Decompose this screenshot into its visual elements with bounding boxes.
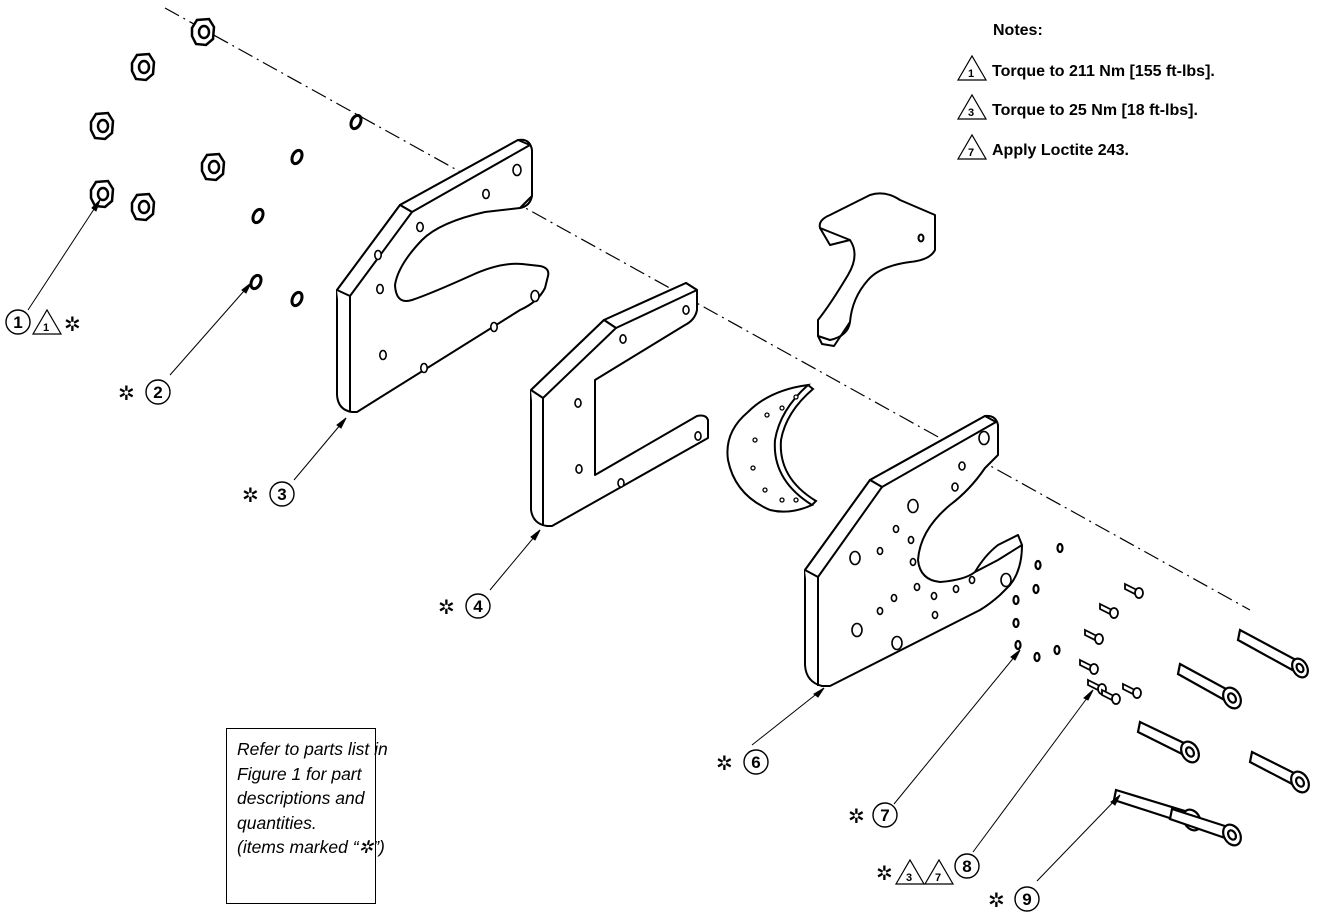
callout-2: ✲ 2 [118, 379, 171, 405]
note-item-1: 1 Torque to 211 Nm [155 ft-lbs]. [956, 54, 1215, 81]
reference-line: (items marked “✲”) [237, 837, 385, 857]
small-screw [1101, 688, 1121, 705]
note-item-2: 3 Torque to 25 Nm [18 ft-lbs]. [956, 93, 1198, 120]
small-screw-group [1079, 582, 1144, 705]
svg-text:4: 4 [473, 597, 483, 616]
callout-1: 1 1 ✲ [5, 308, 81, 336]
callout-9: ✲ 9 [988, 886, 1040, 912]
nut-group [89, 17, 226, 222]
svg-text:✲: ✲ [876, 861, 893, 885]
svg-text:7: 7 [968, 147, 974, 159]
washer [290, 290, 304, 308]
small-washer [1012, 594, 1020, 606]
hex-nut [89, 179, 115, 209]
small-washer-group [1012, 542, 1064, 663]
svg-text:6: 6 [751, 753, 760, 772]
adapter-plate-6 [804, 414, 1023, 687]
cap-screw [1248, 750, 1310, 794]
svg-text:✲: ✲ [988, 888, 1005, 912]
saddle-block [817, 192, 936, 347]
small-washer [1056, 542, 1064, 554]
svg-text:8: 8 [962, 857, 971, 876]
svg-text:1: 1 [43, 322, 49, 334]
small-washer [1033, 651, 1041, 663]
callout-8: ✲ 3 7 8 [876, 853, 980, 885]
hex-nut [89, 111, 115, 141]
hex-nut [130, 52, 156, 82]
callout-3: ✲ 3 [242, 481, 295, 507]
svg-text:9: 9 [1022, 890, 1031, 909]
svg-text:✲: ✲ [438, 595, 455, 619]
svg-text:1: 1 [968, 68, 974, 80]
small-washer [1053, 644, 1061, 656]
cap-screw [1236, 628, 1309, 679]
svg-text:2: 2 [153, 383, 162, 402]
crescent-insert [726, 383, 818, 513]
small-screw [1122, 682, 1142, 699]
callout-6: ✲ 6 [716, 749, 769, 775]
washer [349, 113, 363, 131]
hex-nut [200, 152, 226, 182]
svg-text:7: 7 [880, 806, 889, 825]
small-washer [1032, 583, 1040, 595]
cap-screw [1176, 662, 1242, 710]
svg-text:Torque to 25 Nm [18 ft-lbs].: Torque to 25 Nm [18 ft-lbs]. [992, 102, 1198, 119]
reference-line: Figure 1 for part [237, 763, 362, 784]
reference-line: Refer to parts list in [237, 739, 388, 759]
callout-4: ✲ 4 [438, 593, 491, 619]
washer [249, 273, 263, 291]
mounting-plate-3 [336, 138, 550, 413]
washer-group [249, 113, 363, 308]
small-screw [1084, 628, 1104, 645]
reference-line: descriptions and [237, 788, 365, 808]
small-washer [1014, 639, 1022, 651]
svg-text:7: 7 [935, 872, 941, 884]
svg-text:✲: ✲ [64, 312, 81, 336]
leader-lines [27, 199, 1121, 882]
svg-text:3: 3 [906, 872, 912, 884]
assembly-centerline [164, 7, 1251, 611]
svg-text:✲: ✲ [716, 751, 733, 775]
note-item-3: 7 Apply Loctite 243. [956, 133, 1129, 160]
reference-line: quantities. [237, 812, 317, 833]
frame-plate-4 [530, 282, 709, 527]
small-washer [1034, 559, 1042, 571]
small-washer [1012, 617, 1020, 629]
hex-nut [130, 192, 156, 222]
callout-7: ✲ 7 [848, 802, 898, 828]
svg-text:✲: ✲ [848, 804, 865, 828]
svg-text:3: 3 [277, 485, 286, 504]
small-screw [1124, 582, 1144, 599]
cap-screw [1168, 807, 1242, 847]
hex-nut [190, 17, 216, 47]
washer [251, 207, 265, 225]
svg-text:✲: ✲ [118, 381, 135, 405]
svg-text:1: 1 [13, 313, 22, 332]
small-screw [1099, 602, 1119, 619]
svg-text:✲: ✲ [242, 483, 259, 507]
svg-text:Apply Loctite 243.: Apply Loctite 243. [992, 142, 1129, 159]
reference-note-box: Refer to parts list in Figure 1 for part… [226, 728, 388, 904]
svg-text:3: 3 [968, 107, 974, 119]
washer [290, 148, 304, 166]
cap-screw-group [1112, 628, 1310, 847]
notes-block: Notes: 1 Torque to 211 Nm [155 ft-lbs]. … [956, 22, 1215, 160]
small-screw [1079, 658, 1099, 675]
notes-title: Notes: [993, 22, 1043, 39]
cap-screw [1136, 720, 1200, 764]
svg-text:Torque to 211 Nm [155 ft-lbs].: Torque to 211 Nm [155 ft-lbs]. [992, 63, 1215, 80]
